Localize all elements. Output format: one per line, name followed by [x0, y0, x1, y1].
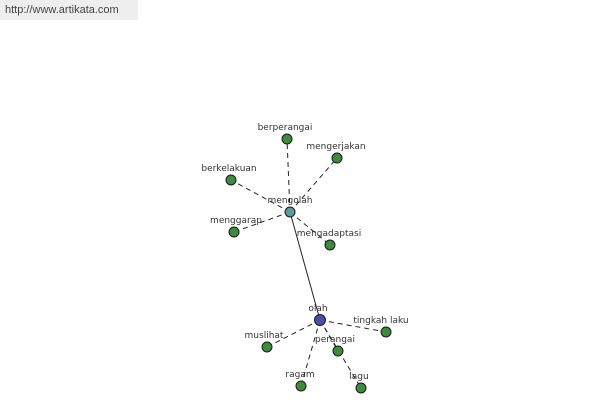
node-olah[interactable] — [314, 314, 326, 326]
node-mengadaptasi[interactable] — [324, 239, 336, 251]
node-label-mengadaptasi: mengadaptasi — [297, 229, 361, 239]
edge-olah-mengolah — [289, 211, 321, 321]
labels-layer: olah mengolah berperangai mengerjakan berkel… — [201, 123, 408, 382]
node-mengerjakan[interactable] — [331, 152, 343, 164]
node-label-berkelakuan: berkelakuan — [201, 164, 256, 174]
edge-olah-muslihat — [266, 319, 321, 348]
node-ragam[interactable] — [295, 380, 307, 392]
node-berkelakuan[interactable] — [225, 174, 237, 186]
node-label-ragam: ragam — [285, 370, 314, 380]
node-label-mengolah: mengolah — [268, 196, 313, 206]
node-label-berperangai: berperangai — [258, 123, 313, 133]
edge-olah-tingkah_laku — [319, 319, 387, 333]
node-label-lagu: lagu — [349, 372, 368, 382]
edge-mengolah-menggarap — [233, 211, 291, 233]
node-label-mengerjakan: mengerjakan — [306, 142, 365, 152]
edge-mengolah-berkelakuan — [230, 179, 291, 213]
node-label-olah: olah — [308, 304, 327, 314]
node-tingkah-laku[interactable] — [380, 326, 392, 338]
edge-mengolah-berperangai — [286, 138, 291, 213]
node-menggarap[interactable] — [228, 226, 240, 238]
node-label-perangai: perangai — [315, 335, 355, 345]
watermark-url: http://www.artikata.com — [0, 0, 138, 20]
nodes-layer — [225, 133, 392, 394]
edge-mengolah-mengerjakan — [289, 157, 338, 213]
node-mengolah[interactable] — [284, 206, 296, 218]
node-label-menggarap: menggarap — [210, 216, 262, 226]
edges-layer — [230, 138, 387, 389]
node-muslihat[interactable] — [261, 341, 273, 353]
node-lagu[interactable] — [355, 382, 367, 394]
node-label-muslihat: muslihat — [245, 331, 284, 341]
node-berperangai[interactable] — [281, 133, 293, 145]
node-label-tingkah-laku: tingkah laku — [353, 316, 408, 326]
edge-olah-ragam — [300, 319, 321, 387]
node-perangai[interactable] — [332, 345, 344, 357]
